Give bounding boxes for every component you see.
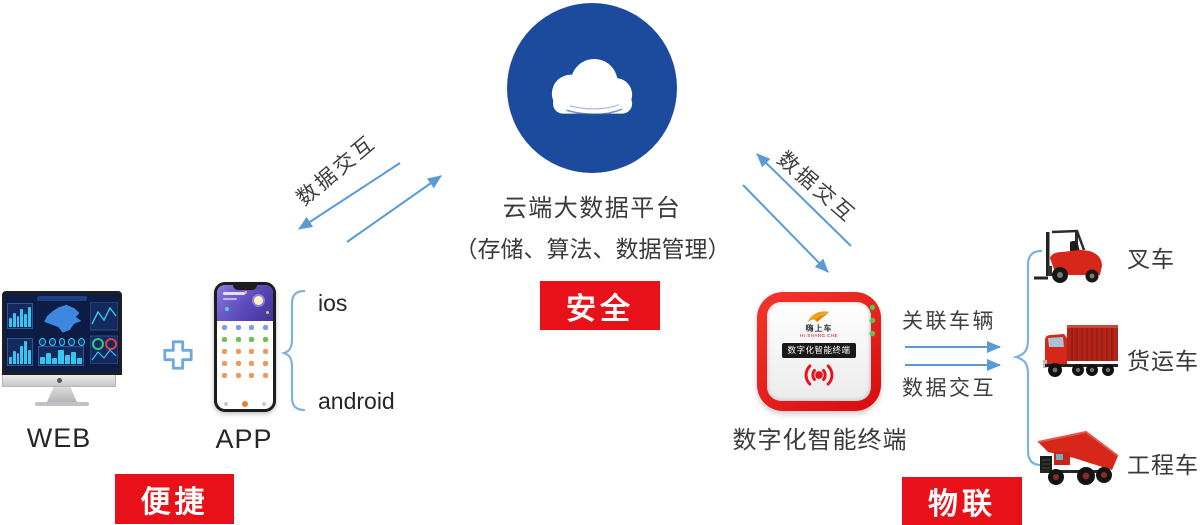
brace-app-platforms	[280, 289, 306, 412]
smart-terminal-device: 嗨上车 HI SHANG CHE 数字化智能终端	[757, 292, 881, 411]
phone-notch	[233, 285, 257, 290]
android-label: android	[318, 388, 395, 414]
terminal-panel-label: 数字化智能终端	[782, 343, 856, 358]
cargo-truck-icon	[1043, 325, 1118, 377]
terminal-brand-logo-icon	[807, 311, 830, 323]
cloud-terminal-link-label: 数据交互	[772, 147, 861, 228]
terminal-brand: 嗨上车	[805, 324, 833, 333]
badge-security: 安全	[540, 281, 660, 330]
app-header-graphic	[217, 285, 273, 321]
app-label: APP	[215, 424, 273, 454]
web-label: WEB	[26, 423, 92, 453]
data-exchange-label: 数据交互	[902, 377, 996, 400]
cloud-icon	[551, 59, 633, 116]
forklift-icon	[1034, 229, 1102, 283]
terminal-panel: 嗨上车 HI SHANG CHE 数字化智能终端	[767, 302, 871, 401]
engineering-truck-label: 工程车	[1127, 452, 1199, 478]
app-cloud-link-label: 数据交互	[292, 130, 381, 211]
cloud-platform-node	[507, 3, 677, 173]
signal-icon	[804, 364, 834, 386]
cloud-subtitle: （存储、算法、数据管理）	[454, 236, 731, 262]
app-icon-grid	[217, 321, 273, 378]
cloud-title: 云端大数据平台	[502, 195, 682, 222]
badge-iot: 物联	[902, 477, 1022, 525]
app-bottom-nav	[217, 401, 273, 407]
terminal-brand-sub: HI SHANG CHE	[800, 333, 838, 339]
association-label: 关联车辆	[902, 310, 996, 333]
app-phone	[214, 282, 276, 412]
monitor-chin	[2, 375, 116, 387]
ios-label: ios	[318, 290, 348, 316]
china-map-graphic	[44, 304, 82, 333]
web-dashboard-screen	[2, 291, 122, 375]
web-monitor	[2, 291, 122, 406]
plus-icon	[163, 340, 193, 370]
badge-convenience: 便捷	[115, 474, 234, 524]
terminal-caption: 数字化智能终端	[732, 427, 908, 454]
terminal-led-lights	[870, 305, 875, 336]
engineering-truck-icon	[1037, 430, 1119, 485]
cargo-truck-label: 货运车	[1127, 348, 1199, 374]
apple-logo-icon	[56, 378, 62, 383]
forklift-label: 叉车	[1127, 246, 1175, 272]
